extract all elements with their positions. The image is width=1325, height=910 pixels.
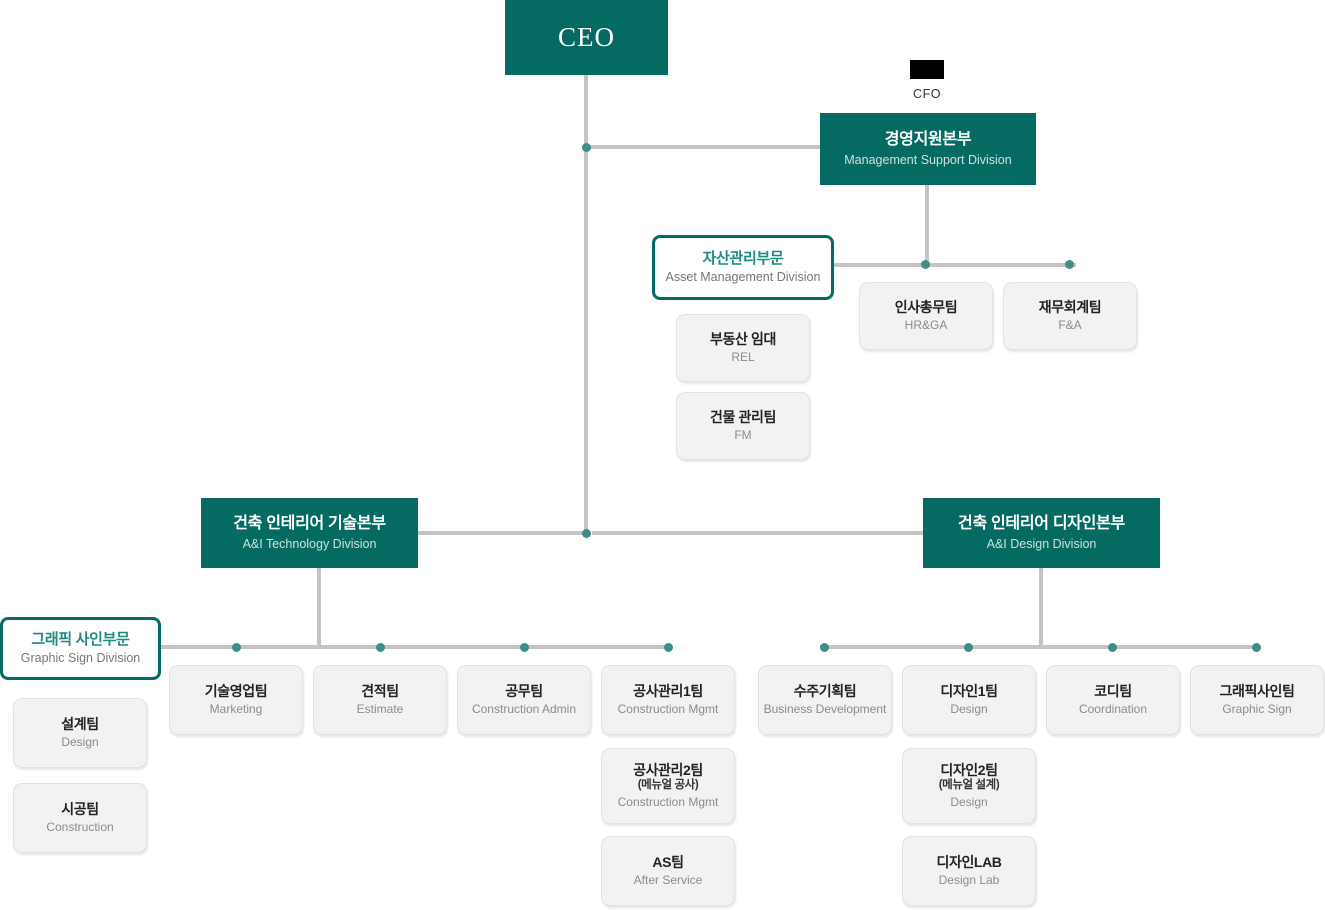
connector-dot-graphic-sign [1252,643,1261,652]
node-team-business-development[interactable]: 수주기획팀 Business Development [758,665,892,735]
connector-dot-estimate [376,643,385,652]
node-team-graphic-sign[interactable]: 그래픽사인팀 Graphic Sign [1190,665,1324,735]
node-graphic-sign-division[interactable]: 그래픽 사인부문 Graphic Sign Division [0,617,161,680]
node-team-business-development-kr: 수주기획팀 [793,683,857,700]
node-team-fm-en: FM [734,428,752,443]
node-team-hr-ga[interactable]: 인사총무팀 HR&GA [859,282,993,350]
node-team-gs-design-kr: 설계팀 [61,716,99,733]
node-ceo[interactable]: CEO [505,0,668,75]
connector-design-down [1039,568,1043,648]
node-team-fa-en: F&A [1058,318,1082,333]
node-team-design-2[interactable]: 디자인2팀 (메뉴얼 설계) Design [902,748,1036,824]
node-management-support-division[interactable]: 경영지원본부 Management Support Division [820,113,1036,185]
connector-dot-business-development [820,643,829,652]
node-team-construction-mgmt-2-kr: 공사관리2팀 [633,761,703,778]
node-design-division-en: A&I Design Division [986,537,1097,551]
node-team-estimate-kr: 견적팀 [361,683,399,700]
connector-ceo-spine [584,75,588,535]
connector-ceo-to-mgmt-support [586,145,824,149]
node-team-construction-mgmt-1-en: Construction Mgmt [617,702,719,717]
node-team-estimate[interactable]: 견적팀 Estimate [313,665,447,735]
node-management-support-en: Management Support Division [844,153,1012,167]
node-team-gs-construction-kr: 시공팀 [61,801,99,818]
node-team-fa-kr: 재무회계팀 [1038,299,1102,316]
node-team-after-service-kr: AS팀 [652,854,684,871]
node-asset-management-kr: 자산관리부문 [702,250,784,268]
node-team-construction-mgmt-1-kr: 공사관리1팀 [633,683,703,700]
connector-dot-design-1 [964,643,973,652]
node-team-marketing[interactable]: 기술영업팀 Marketing [169,665,303,735]
node-team-rel-en: REL [731,350,755,365]
node-team-design-1-en: Design [950,702,988,717]
node-team-rel-kr: 부동산 임대 [710,331,776,348]
node-team-marketing-kr: 기술영업팀 [204,683,268,700]
node-technology-division-kr: 건축 인테리어 기술본부 [233,514,386,532]
node-team-construction-mgmt-1[interactable]: 공사관리1팀 Construction Mgmt [601,665,735,735]
node-team-after-service-en: After Service [633,873,703,888]
connector-graphic-sign-link [160,645,176,649]
connector-mgmt-support-bus [836,263,1076,267]
node-team-construction-admin-en: Construction Admin [471,702,577,717]
cfo-label: CFO [913,87,941,101]
connector-mgmt-support-down [925,185,929,267]
connector-dot-construction-admin [520,643,529,652]
connector-divisions-bus-left [418,531,588,535]
connector-tech-bus [160,645,670,649]
connector-dot-fa [1065,260,1074,269]
node-graphic-sign-division-kr: 그래픽 사인부문 [31,631,130,649]
node-team-gs-construction-en: Construction [46,820,114,835]
node-team-design-2-en: Design [950,795,988,810]
node-team-marketing-en: Marketing [209,702,263,717]
node-technology-division-en: A&I Technology Division [242,537,377,551]
node-team-construction-admin[interactable]: 공무팀 Construction Admin [457,665,591,735]
node-team-graphic-sign-kr: 그래픽사인팀 [1219,683,1295,700]
connector-dot-marketing [232,643,241,652]
node-management-support-kr: 경영지원본부 [884,130,972,148]
node-team-design-1[interactable]: 디자인1팀 Design [902,665,1036,735]
node-team-hr-ga-en: HR&GA [904,318,948,333]
connector-tech-down [317,568,321,648]
connector-asset-mgmt-link [834,263,862,267]
node-team-fm[interactable]: 건물 관리팀 FM [676,392,810,460]
node-team-coordination[interactable]: 코디팀 Coordination [1046,665,1180,735]
node-team-construction-mgmt-2-kr-sub: (메뉴얼 공사) [637,779,699,792]
node-graphic-sign-division-en: Graphic Sign Division [20,651,141,666]
node-team-coordination-en: Coordination [1078,702,1148,717]
node-team-gs-design[interactable]: 설계팀 Design [13,698,147,768]
node-team-design-1-kr: 디자인1팀 [940,683,998,700]
node-team-design-lab-kr: 디자인LAB [936,854,1002,871]
node-team-design-lab[interactable]: 디자인LAB Design Lab [902,836,1036,906]
node-design-division-kr: 건축 인테리어 디자인본부 [958,514,1125,532]
node-team-construction-mgmt-2-en: Construction Mgmt [617,795,719,810]
connector-divisions-bus-right [592,531,924,535]
node-team-fa[interactable]: 재무회계팀 F&A [1003,282,1137,350]
cfo-name-redaction [910,60,944,79]
node-team-fm-kr: 건물 관리팀 [710,409,776,426]
node-team-gs-design-en: Design [61,735,99,750]
node-technology-division[interactable]: 건축 인테리어 기술본부 A&I Technology Division [201,498,418,568]
node-team-estimate-en: Estimate [356,702,404,717]
connector-dot-coordination [1108,643,1117,652]
node-team-hr-ga-kr: 인사총무팀 [894,299,958,316]
connector-dot-mgmt-support [582,143,591,152]
node-asset-management-division[interactable]: 자산관리부문 Asset Management Division [652,235,834,300]
node-team-business-development-en: Business Development [763,702,887,717]
node-ceo-label-kr: CEO [558,21,615,52]
node-team-rel[interactable]: 부동산 임대 REL [676,314,810,382]
connector-dot-hr-ga [921,260,930,269]
node-team-design-2-kr-sub: (메뉴얼 설계) [938,779,1000,792]
node-design-division[interactable]: 건축 인테리어 디자인본부 A&I Design Division [923,498,1160,568]
node-team-construction-mgmt-2[interactable]: 공사관리2팀 (메뉴얼 공사) Construction Mgmt [601,748,735,824]
node-team-graphic-sign-en: Graphic Sign [1222,702,1292,717]
node-asset-management-en: Asset Management Division [665,270,821,285]
connector-dot-construction-mgmt-1 [664,643,673,652]
node-team-after-service[interactable]: AS팀 After Service [601,836,735,906]
node-team-construction-admin-kr: 공무팀 [505,683,543,700]
connector-dot-divisions [582,529,591,538]
node-team-coordination-kr: 코디팀 [1094,683,1132,700]
node-team-design-2-kr: 디자인2팀 [940,761,998,778]
connector-design-bus [820,645,1260,649]
node-team-gs-construction[interactable]: 시공팀 Construction [13,783,147,853]
node-team-design-lab-en: Design Lab [938,873,1000,888]
